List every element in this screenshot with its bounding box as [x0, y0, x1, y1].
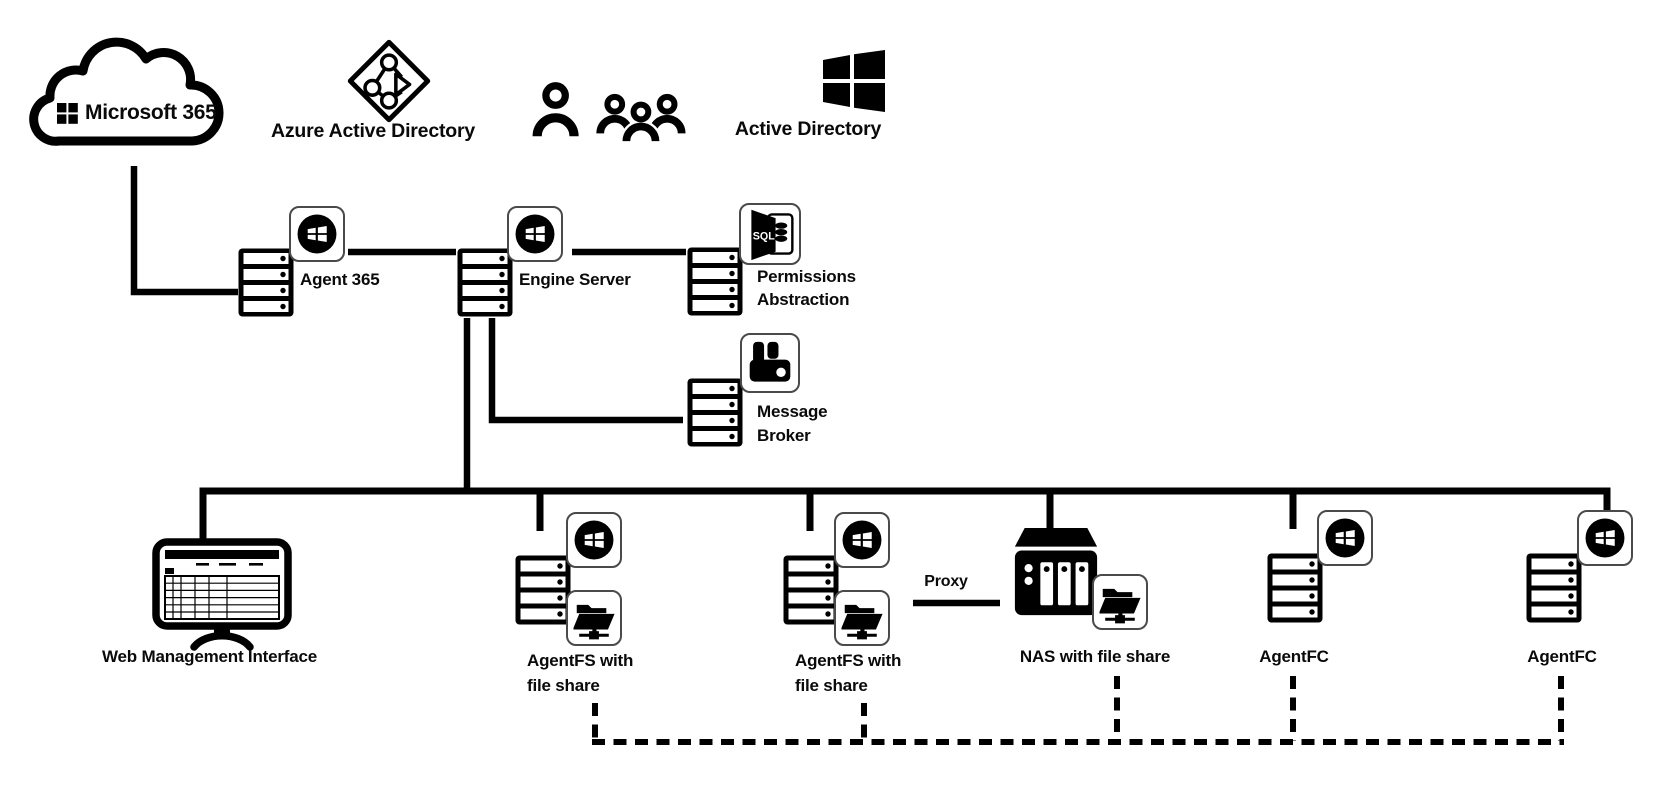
azure-ad-icon [347, 39, 431, 123]
azure-ad-label: Azure Active Directory [270, 120, 476, 142]
message-broker-badge [740, 333, 800, 393]
shared-folder-icon [841, 604, 883, 640]
agentfs2-server [782, 554, 840, 626]
agentfs1-label-line1: AgentFS with [527, 651, 634, 670]
agentfc1-server [1266, 552, 1324, 624]
server-icon [687, 247, 743, 316]
active-directory-label: Active Directory [734, 118, 882, 140]
windows-circle-icon [574, 520, 614, 560]
engine-server [456, 247, 514, 318]
permissions-server [686, 246, 744, 317]
sql-badge-text: SQL [753, 231, 775, 243]
agentfc1-windows-badge [1317, 510, 1373, 566]
agentfs1-windows-badge [566, 512, 622, 568]
message-broker-label-line1: Message [757, 402, 828, 421]
agentfc1-label: AgentFC [1259, 647, 1329, 666]
web-management-node [152, 538, 292, 652]
agentfs2-label-line1: AgentFS with [795, 651, 902, 670]
server-icon [1526, 553, 1582, 623]
edge-engine-broker [488, 318, 683, 424]
windows-circle-icon [297, 214, 337, 254]
windows-flag-icon [823, 50, 885, 112]
m365-label-row: Microsoft 365 [57, 101, 217, 125]
azure-ad-node [344, 36, 434, 126]
rabbitmq-icon [749, 341, 791, 382]
nas-label: NAS with file share [1019, 647, 1171, 666]
sql-database-icon: SQL [751, 209, 794, 261]
server-icon [687, 378, 743, 447]
agentfs1-label: AgentFS with file share [527, 648, 633, 698]
agentfs2-label-line2: file share [795, 676, 868, 695]
permissions-label-line1: Permissions [757, 267, 856, 286]
m365-cloud-node [19, 34, 231, 156]
windows-circle-icon [1585, 518, 1625, 558]
server-icon [515, 555, 571, 625]
server-icon [1267, 553, 1323, 623]
permissions-label: Permissions Abstraction [757, 265, 856, 311]
engine-windows-badge [507, 206, 563, 262]
nas-fileshare-badge [1092, 574, 1148, 630]
shared-folder-icon [1099, 588, 1141, 624]
user-group-icon [532, 82, 686, 142]
windows-circle-icon [515, 214, 555, 254]
nas-icon [1014, 527, 1098, 616]
agent365-label: Agent 365 [300, 270, 380, 289]
users-node [528, 80, 686, 144]
server-icon [783, 555, 839, 625]
message-broker-label: Message Broker [757, 400, 828, 448]
agentfs2-windows-badge [834, 512, 890, 568]
nas-node [1011, 527, 1101, 619]
agentfs1-label-line2: file share [527, 676, 600, 695]
server-icon [238, 248, 294, 317]
agentfc2-label: AgentFC [1527, 647, 1597, 666]
sql-badge: SQL [739, 203, 801, 265]
shared-folder-icon [573, 604, 615, 640]
windows-circle-icon [842, 520, 882, 560]
agentfc2-windows-badge [1577, 510, 1633, 566]
edge-main-bus [199, 487, 1611, 540]
cloud-icon [29, 37, 224, 146]
agentfs2-label: AgentFS with file share [795, 648, 901, 698]
web-management-label: Web Management Interface [102, 647, 317, 666]
m365-label: Microsoft 365 [85, 101, 217, 124]
windows-circle-icon [1325, 518, 1365, 558]
agent365-windows-badge [289, 206, 345, 262]
permissions-label-line2: Abstraction [757, 290, 850, 309]
windows-squares-icon [57, 102, 78, 124]
edge-m365-agent365 [130, 166, 238, 296]
proxy-label: Proxy [924, 573, 968, 590]
monitor-icon [152, 538, 292, 651]
agentfs1-fileshare-badge [566, 590, 622, 646]
message-broker-server [686, 377, 744, 448]
agentfc2-server [1525, 552, 1583, 624]
message-broker-label-line2: Broker [757, 426, 811, 445]
agent365-server [237, 247, 295, 318]
server-icon [457, 248, 513, 317]
engine-server-label: Engine Server [519, 270, 631, 289]
active-directory-node [822, 50, 886, 112]
agentfs2-fileshare-badge [834, 590, 890, 646]
agentfs1-server [514, 554, 572, 626]
